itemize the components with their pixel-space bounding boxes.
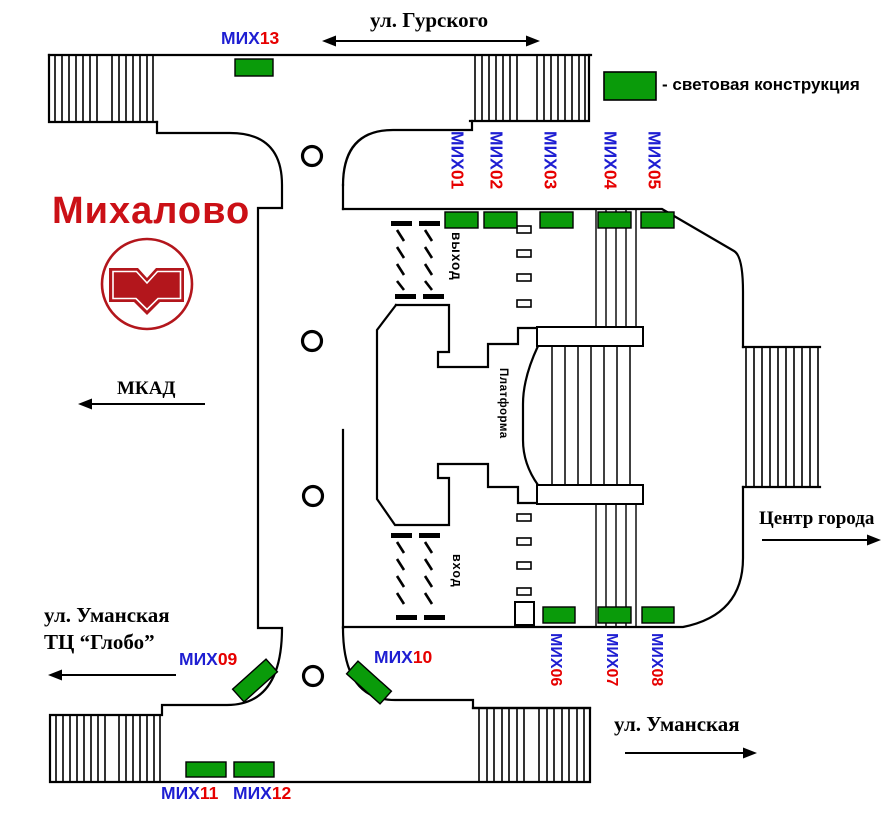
- concourse-outline: [341, 207, 745, 629]
- corridor-right-funnel: [341, 119, 474, 187]
- sign-label-mih10: МИХ10: [374, 647, 433, 667]
- sign-label-mih13: МИХ13: [221, 28, 280, 48]
- sign-box-mih09: [231, 658, 279, 703]
- street-label-umanskaya-line1: ул. Уманская: [44, 603, 170, 627]
- sign-label-mih07: МИХ07: [602, 633, 620, 687]
- column-circle: [301, 664, 325, 688]
- sign-label-mih11: МИХ11: [161, 783, 219, 803]
- escalator-entrance-icon: [391, 533, 445, 620]
- column-circle: [300, 144, 324, 168]
- service-block-top: [394, 303, 539, 369]
- escalator-cap: [424, 615, 445, 620]
- column-marker: [516, 273, 532, 282]
- stairs-top-right-treads: [474, 55, 586, 121]
- sign-box-mih11: [185, 761, 227, 778]
- walls: [47, 53, 822, 784]
- escalator-cap: [391, 533, 412, 538]
- platform-bottom-bar: [536, 484, 644, 505]
- track-lines-top: [595, 210, 637, 327]
- sign-label-mih01: МИХ01: [447, 131, 468, 190]
- kiosk-marker: [514, 601, 535, 626]
- sign-box-mih02: [483, 211, 518, 229]
- column-marker: [516, 249, 532, 258]
- sign-label-mih05: МИХ05: [644, 131, 665, 190]
- legend-swatch: [603, 71, 657, 101]
- escalator-exit-icon: [391, 221, 444, 299]
- light-box-signs: [185, 58, 675, 778]
- escalator-dashes: [395, 541, 434, 605]
- sign-label-mih04: МИХ04: [600, 131, 621, 190]
- metro-logo-icon: [100, 237, 194, 331]
- street-label-gurskogo: ул. Гурского: [370, 8, 489, 32]
- sign-label-mih03: МИХ03: [540, 131, 561, 190]
- corridor-columns: [300, 144, 325, 688]
- legend-label: - световая конструкция: [662, 75, 860, 94]
- column-marker: [516, 587, 532, 596]
- sign-box-mih06: [542, 606, 576, 624]
- gurskogo-arrow: [322, 35, 540, 47]
- platform-treads: [551, 346, 631, 485]
- escalator-dashes: [395, 229, 434, 291]
- mkad-arrow: [78, 398, 205, 410]
- direction-arrows: [48, 35, 881, 759]
- entrance-label: вход: [450, 554, 464, 588]
- track-lines: [595, 210, 637, 626]
- column-markers: [514, 225, 535, 626]
- street-label-umanskaya-bottom: ул. Уманская: [614, 712, 740, 736]
- sign-label-mih12: МИХ12: [233, 783, 292, 803]
- column-marker: [516, 537, 532, 546]
- escalator-cap: [419, 221, 440, 226]
- stairs-bottom-left-treads: [55, 716, 161, 781]
- escalator-cap: [419, 533, 440, 538]
- sign-label-mih06: МИХ06: [546, 633, 564, 687]
- column-marker: [516, 513, 532, 522]
- stairs-top-right-box: [468, 53, 591, 123]
- stairs-top-left-box: [47, 53, 159, 124]
- sign-label-mih09: МИХ09: [179, 649, 238, 669]
- platform-edge-curve: [521, 344, 540, 487]
- stairs-top-left-treads: [54, 55, 154, 122]
- street-label-globo-line2: ТЦ “Глобо”: [44, 630, 155, 654]
- service-block-left: [375, 303, 539, 527]
- sign-box-mih08: [641, 606, 675, 624]
- stairs-bottom-centre-treads: [478, 709, 585, 781]
- street-label-center-city: Центр города: [759, 508, 875, 529]
- column-marker: [516, 561, 532, 570]
- stair-treads: [54, 55, 819, 781]
- street-label-umanskaya-globo: ул. Уманская ТЦ “Глобо”: [44, 602, 170, 656]
- umanskaya-globo-arrow: [48, 669, 176, 681]
- sign-box-mih03: [539, 211, 574, 229]
- column-circle: [301, 484, 325, 508]
- escalator-cap: [396, 615, 417, 620]
- escalator-cap: [423, 294, 444, 299]
- sign-box-mih01: [444, 211, 479, 229]
- sign-box-mih12: [233, 761, 275, 778]
- sign-label-mih08: МИХ08: [647, 633, 665, 687]
- umanskaya-bottom-arrow: [625, 747, 757, 759]
- center-city-arrow: [762, 534, 881, 546]
- street-label-mkad: МКАД: [117, 378, 176, 399]
- sign-box-mih07: [597, 606, 632, 624]
- sign-label-mih02: МИХ02: [486, 131, 507, 190]
- platform-top-bar: [536, 326, 644, 347]
- sign-box-mih10: [345, 660, 393, 705]
- platform-stairs: [536, 326, 644, 505]
- column-marker: [516, 225, 532, 234]
- column-circle: [300, 329, 324, 353]
- exit-label: выход: [449, 232, 464, 281]
- column-marker: [516, 299, 532, 308]
- escalator-cap: [395, 294, 416, 299]
- sign-box-mih13: [234, 58, 274, 77]
- track-lines-bottom: [595, 504, 637, 626]
- station-title: Михалово: [52, 190, 251, 232]
- stairs-right-treads: [745, 348, 819, 486]
- platform-label: Платформа: [497, 368, 509, 439]
- sign-box-mih05: [640, 211, 675, 229]
- sign-box-mih04: [597, 211, 632, 229]
- stairs-right-edges: [741, 345, 822, 489]
- escalator-cap: [391, 221, 412, 226]
